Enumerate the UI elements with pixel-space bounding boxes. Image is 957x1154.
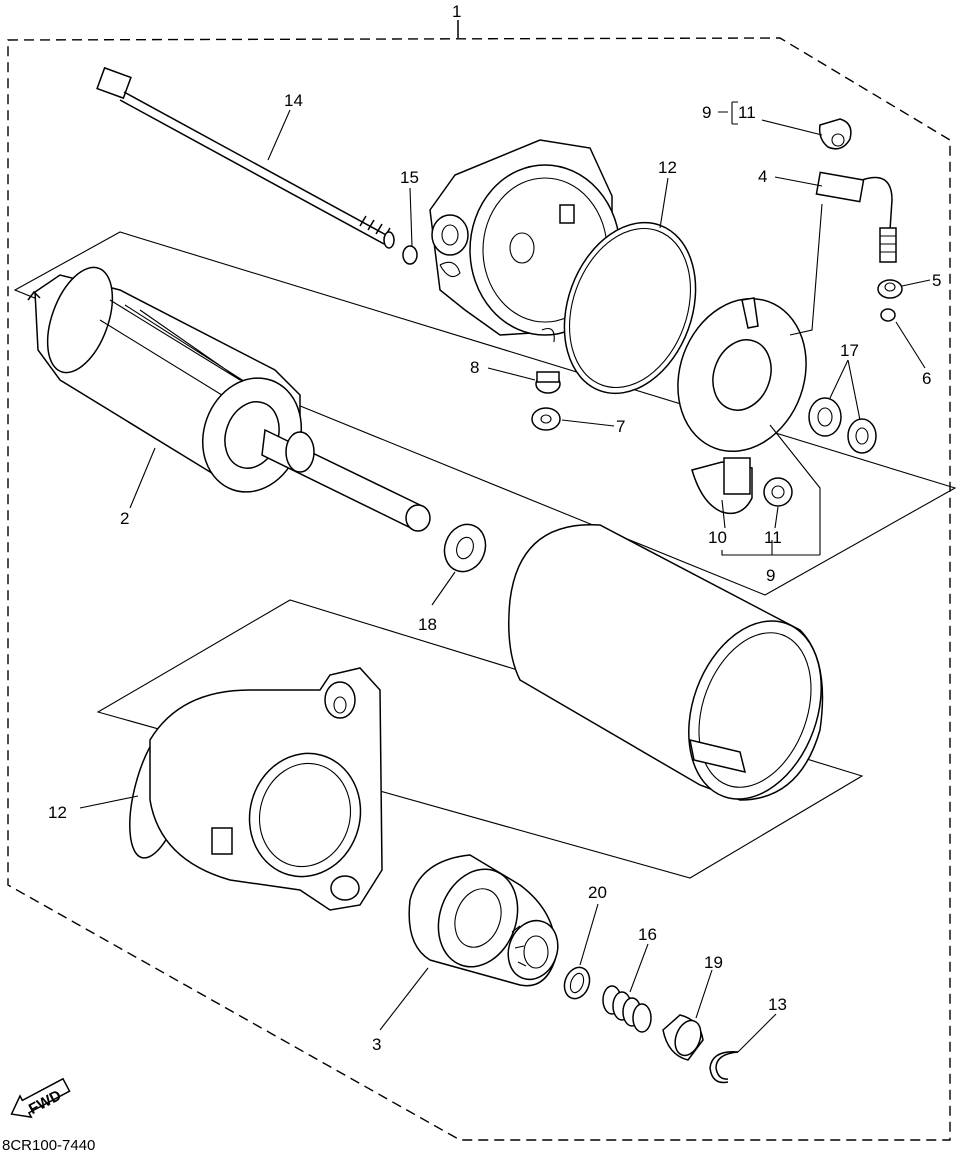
brush-plate bbox=[677, 297, 807, 453]
label-1: 1 bbox=[452, 2, 461, 21]
brush-holder-10 bbox=[691, 457, 753, 515]
label-3: 3 bbox=[372, 1035, 381, 1054]
label-20: 20 bbox=[588, 883, 607, 902]
brush-spring-11 bbox=[763, 477, 793, 507]
o-ring-6 bbox=[880, 308, 896, 322]
label-4: 4 bbox=[758, 167, 767, 186]
label-12-upper: 12 bbox=[658, 158, 677, 177]
brush-lead bbox=[789, 171, 897, 336]
label-13: 13 bbox=[768, 995, 787, 1014]
label-17: 17 bbox=[840, 341, 859, 360]
leader-lines bbox=[79, 101, 931, 1053]
drawing-code: 8CR100-7440 bbox=[2, 1137, 95, 1154]
spring-16 bbox=[602, 985, 652, 1033]
nut-7 bbox=[531, 407, 561, 431]
nut-8 bbox=[535, 371, 561, 394]
label-8: 8 bbox=[470, 358, 479, 377]
label-14: 14 bbox=[284, 91, 303, 110]
label-11-top: 11 bbox=[738, 103, 756, 122]
armature bbox=[27, 266, 431, 532]
label-10: 10 bbox=[708, 528, 727, 547]
label-5: 5 bbox=[932, 271, 941, 290]
o-ring-15 bbox=[402, 245, 418, 265]
washer-5-inner bbox=[884, 282, 896, 292]
collar-19 bbox=[662, 1014, 704, 1061]
through-bolt bbox=[96, 66, 395, 249]
label-19: 19 bbox=[704, 953, 723, 972]
upper-plane-sheet bbox=[13, 231, 957, 596]
label-12-lower: 12 bbox=[48, 803, 67, 822]
washer-18 bbox=[443, 523, 487, 573]
ring-20 bbox=[563, 966, 591, 1000]
assembly-boundary bbox=[7, 37, 951, 1141]
lower-plane-sheet bbox=[96, 599, 864, 879]
label-6: 6 bbox=[922, 369, 931, 388]
label-16: 16 bbox=[638, 925, 657, 944]
washer-5 bbox=[877, 279, 903, 299]
label-2: 2 bbox=[120, 509, 129, 528]
label-9-top: 9 bbox=[702, 103, 711, 122]
brush-spring-top bbox=[818, 118, 852, 150]
fwd-arrow-icon bbox=[10, 1077, 71, 1119]
label-18: 18 bbox=[418, 615, 437, 634]
yoke-housing bbox=[508, 523, 824, 801]
label-9: 9 bbox=[766, 566, 775, 585]
pinion-gear-3 bbox=[408, 854, 559, 987]
label-15: 15 bbox=[400, 168, 419, 187]
washers-17 bbox=[808, 397, 877, 454]
circlip-13 bbox=[709, 1051, 739, 1084]
label-7: 7 bbox=[616, 417, 625, 436]
front-bracket bbox=[149, 667, 383, 911]
label-11: 11 bbox=[764, 528, 782, 547]
